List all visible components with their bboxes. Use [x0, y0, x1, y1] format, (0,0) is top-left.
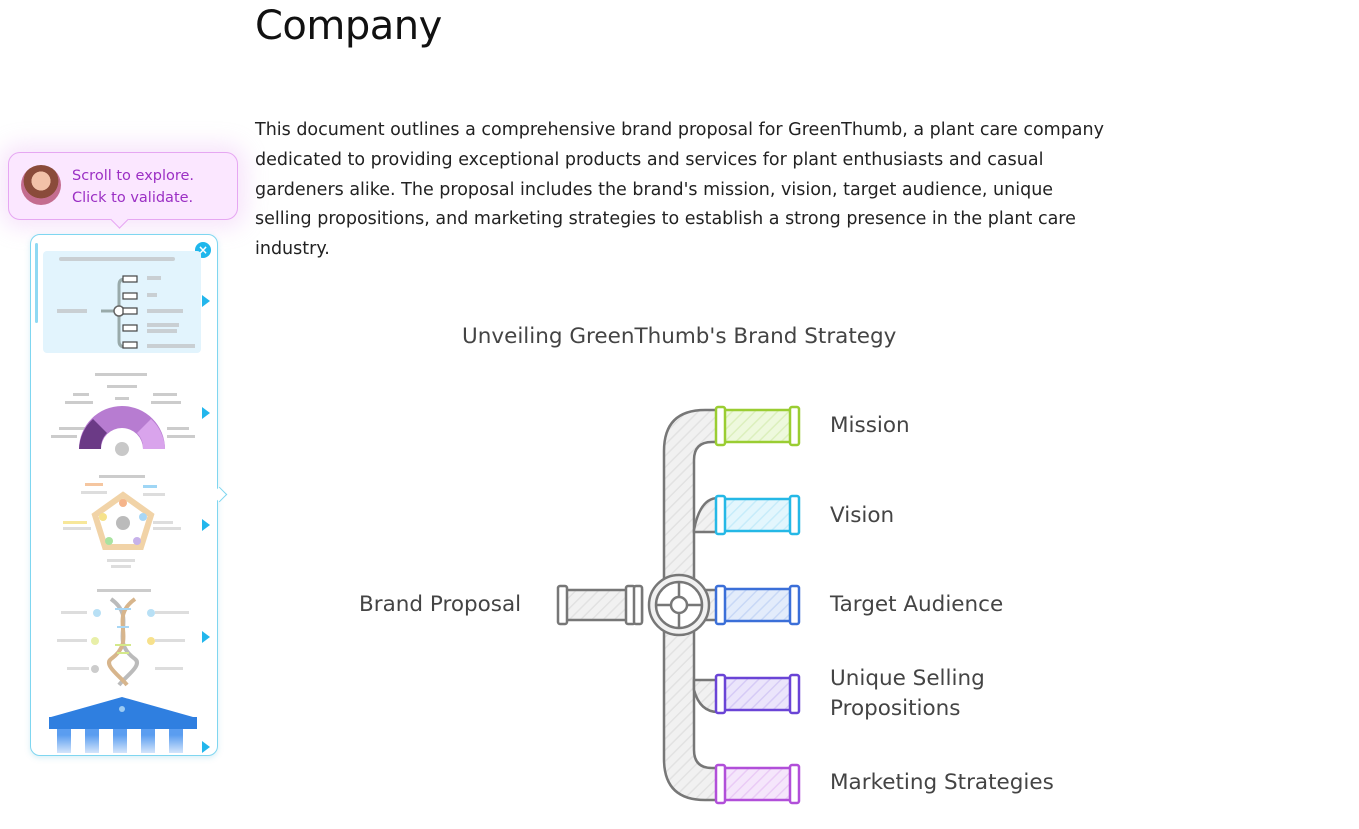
thumbnail-temple-diagram[interactable]	[43, 697, 201, 755]
outlet-marketing	[714, 763, 801, 805]
thumbnail-semicircle-diagram[interactable]	[43, 369, 201, 459]
branch-label-target-audience: Target Audience	[830, 592, 1004, 617]
branch-label-mission: Mission	[830, 413, 910, 438]
tooltip-line-click: Click to validate.	[72, 190, 194, 206]
page-title: Company	[255, 3, 442, 49]
semicircle-thumbnail-graphic	[51, 373, 195, 456]
branch-label-line: Unique Selling	[830, 666, 985, 691]
outlet-mission	[714, 405, 801, 447]
visual-thumbnail-panel[interactable]: ×	[30, 234, 218, 756]
tooltip-line-scroll: Scroll to explore.	[72, 168, 195, 184]
avatar	[21, 165, 61, 205]
branch-label-vision: Vision	[830, 503, 895, 528]
thumbnail-pentagon-diagram[interactable]	[43, 475, 201, 575]
helix-thumbnail-graphic	[57, 589, 189, 687]
explore-tooltip: Scroll to explore. Click to validate.	[8, 152, 238, 220]
tooltip-text: Scroll to explore. Click to validate.	[72, 165, 194, 209]
branch-label-marketing: Marketing Strategies	[830, 770, 1054, 795]
valve-icon	[647, 573, 711, 637]
outlet-unique-selling	[714, 673, 801, 715]
pipe-diagram-thumbnail-graphic	[57, 257, 195, 349]
play-icon[interactable]	[202, 407, 210, 419]
intro-paragraph: This document outlines a comprehensive b…	[255, 120, 1104, 260]
source-label: Brand Proposal	[359, 592, 522, 617]
outlet-vision	[714, 494, 801, 536]
outlet-target-audience	[714, 584, 801, 626]
thumbnail-pipe-diagram[interactable]	[43, 251, 201, 353]
play-icon[interactable]	[202, 631, 210, 643]
thumbnail-helix-diagram[interactable]	[43, 589, 201, 689]
branch-label-line: Propositions	[830, 696, 961, 721]
play-icon[interactable]	[202, 295, 210, 307]
diagram-title: Unveiling GreenThumb's Brand Strategy	[462, 324, 897, 349]
play-icon[interactable]	[202, 741, 210, 753]
temple-thumbnail-graphic	[43, 697, 201, 755]
play-icon[interactable]	[202, 519, 210, 531]
panel-scrollbar[interactable]	[35, 243, 38, 323]
pentagon-thumbnail-graphic	[63, 475, 181, 568]
branch-label-unique-selling: Unique Selling Propositions	[830, 664, 985, 724]
